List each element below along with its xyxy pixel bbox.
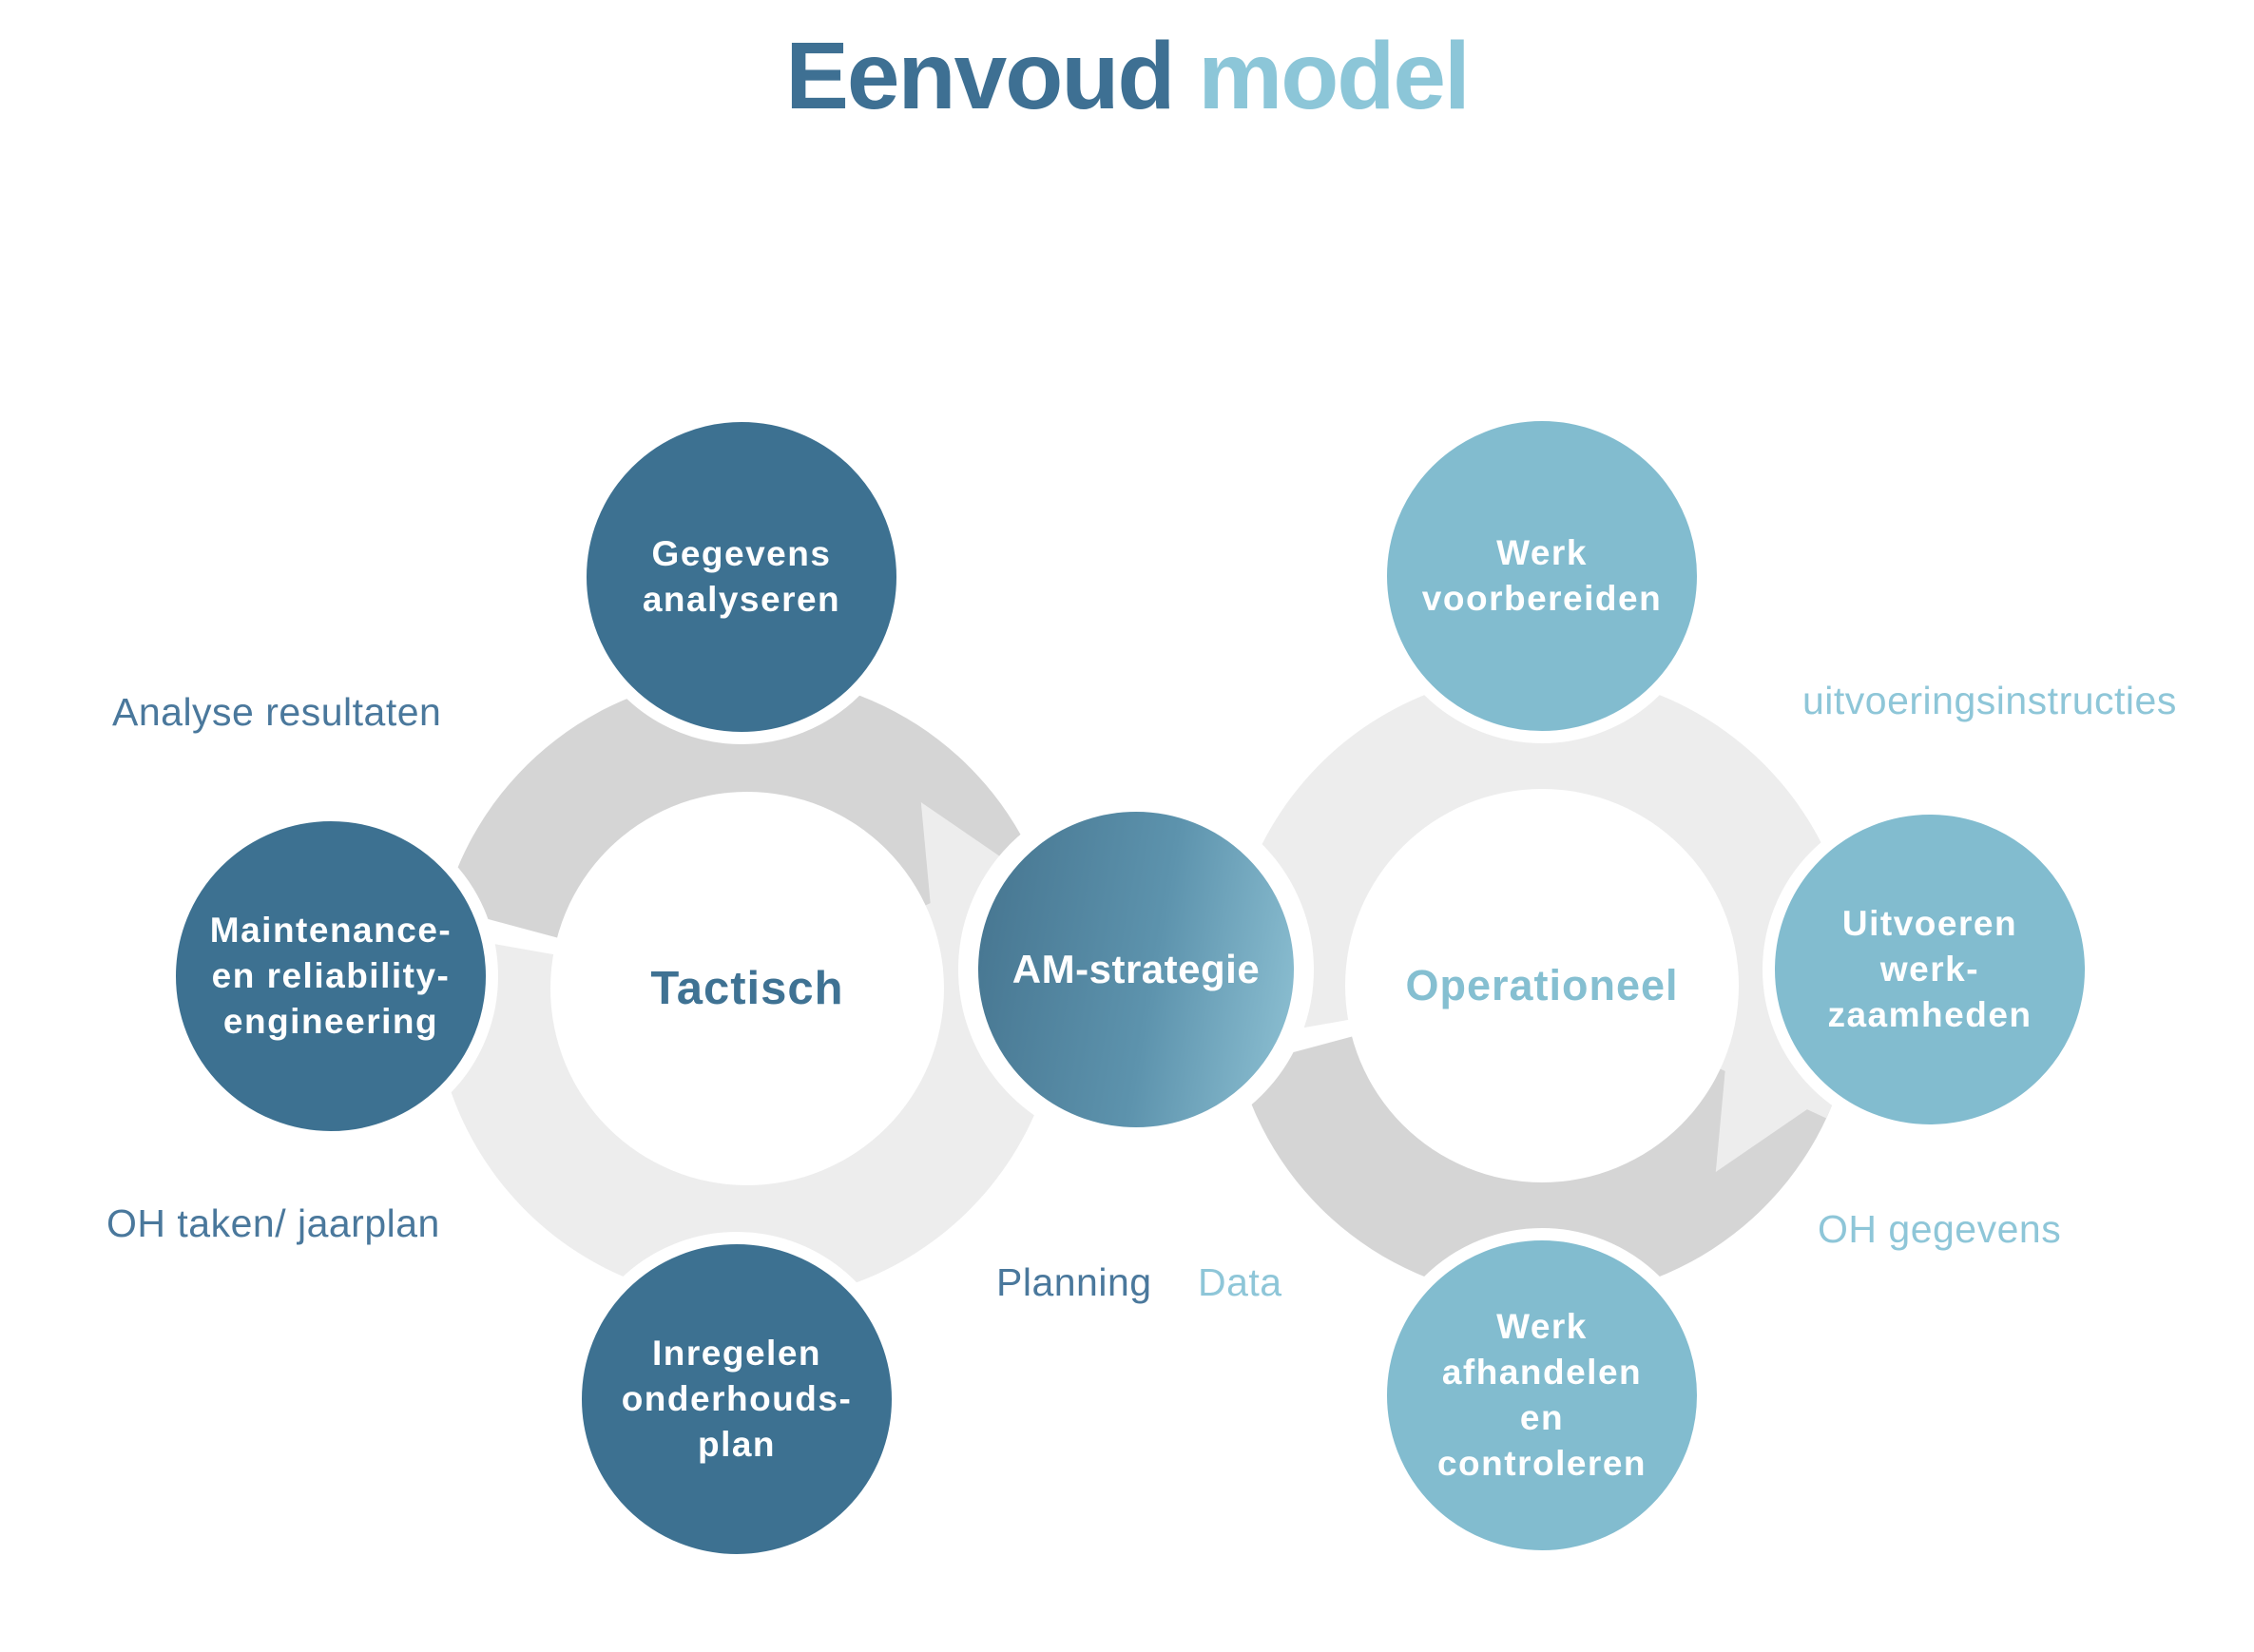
operational-hub-label: Operationeel <box>1405 961 1679 1009</box>
node-maintenance-reliability-engineering: Maintenance- en reliability- engineering <box>164 809 498 1143</box>
node-am-strategie: AM-strategie <box>958 792 1314 1147</box>
node-werk-voorbereiden: Werk voorbereiden <box>1375 409 1709 743</box>
node-line: Werk <box>1496 1306 1588 1346</box>
node-line: Gegevens <box>651 533 832 573</box>
node-gegevens-analyseren: Gegevens analyseren <box>574 410 909 744</box>
tactical-hub-label: Tactisch <box>650 963 844 1014</box>
node-line: controleren <box>1436 1444 1647 1484</box>
page-title-part2: model <box>1198 23 1470 129</box>
label-oh-taken-jaarplan: OH taken/ jaarplan <box>106 1201 440 1245</box>
node-line: onderhouds- <box>621 1378 853 1418</box>
page-title: Eenvoud model <box>0 27 2254 126</box>
operational-ring-light-arc <box>1228 672 1857 1119</box>
node-werk-afhandelen-en-controleren: Werk afhandelen en controleren <box>1375 1228 1709 1563</box>
node-uitvoeren-werkzaamheden-label: Uitvoeren werk- zaamheden <box>1827 901 2032 1038</box>
node-line: Werk <box>1496 532 1588 572</box>
node-inregelen-onderhoudsplan-label: Inregelen onderhouds- plan <box>622 1331 853 1468</box>
node-line: analyseren <box>642 580 841 619</box>
node-line: zaamheden <box>1827 995 2032 1035</box>
node-inregelen-onderhoudsplan: Inregelen onderhouds- plan <box>569 1232 904 1566</box>
node-gegevens-analyseren-label: Gegevens analyseren <box>643 531 840 623</box>
tactical-ring-dark-arc <box>444 674 1050 938</box>
node-line: plan <box>697 1425 777 1465</box>
node-line: engineering <box>222 1002 439 1042</box>
node-line: Maintenance- <box>209 910 453 950</box>
node-line: en <box>1519 1398 1565 1437</box>
node-line: Inregelen <box>652 1333 821 1373</box>
page-title-part1: Eenvoud <box>785 23 1175 129</box>
node-werk-voorbereiden-label: Werk voorbereiden <box>1422 530 1662 622</box>
node-line: werk- <box>1879 949 1980 989</box>
node-am-strategie-label: AM-strategie <box>1011 947 1261 991</box>
label-uitvoeringsinstructies: uitvoeringsinstructies <box>1802 679 2177 722</box>
label-analyse-resultaten: Analyse resultaten <box>112 690 442 734</box>
node-line: Uitvoeren <box>1841 903 2018 943</box>
operational-ring-dark-arc <box>1239 1036 1845 1300</box>
label-data: Data <box>1198 1260 1282 1304</box>
node-uitvoeren-werkzaamheden: Uitvoeren werk- zaamheden <box>1763 802 2097 1137</box>
label-planning: Planning <box>996 1260 1152 1304</box>
tactical-hub-circle: Tactisch <box>550 792 944 1185</box>
label-oh-gegevens: OH gegevens <box>1818 1207 2062 1251</box>
node-maintenance-reliability-engineering-label: Maintenance- en reliability- engineering <box>210 908 452 1045</box>
node-line: en reliability- <box>211 955 451 995</box>
tactical-ring-light-arc <box>433 855 1062 1302</box>
node-werk-afhandelen-en-controleren-label: Werk afhandelen en controleren <box>1437 1304 1647 1487</box>
node-line: afhandelen <box>1441 1352 1643 1392</box>
operational-hub-circle: Operationeel <box>1345 789 1739 1182</box>
node-line: voorbereiden <box>1421 579 1663 618</box>
